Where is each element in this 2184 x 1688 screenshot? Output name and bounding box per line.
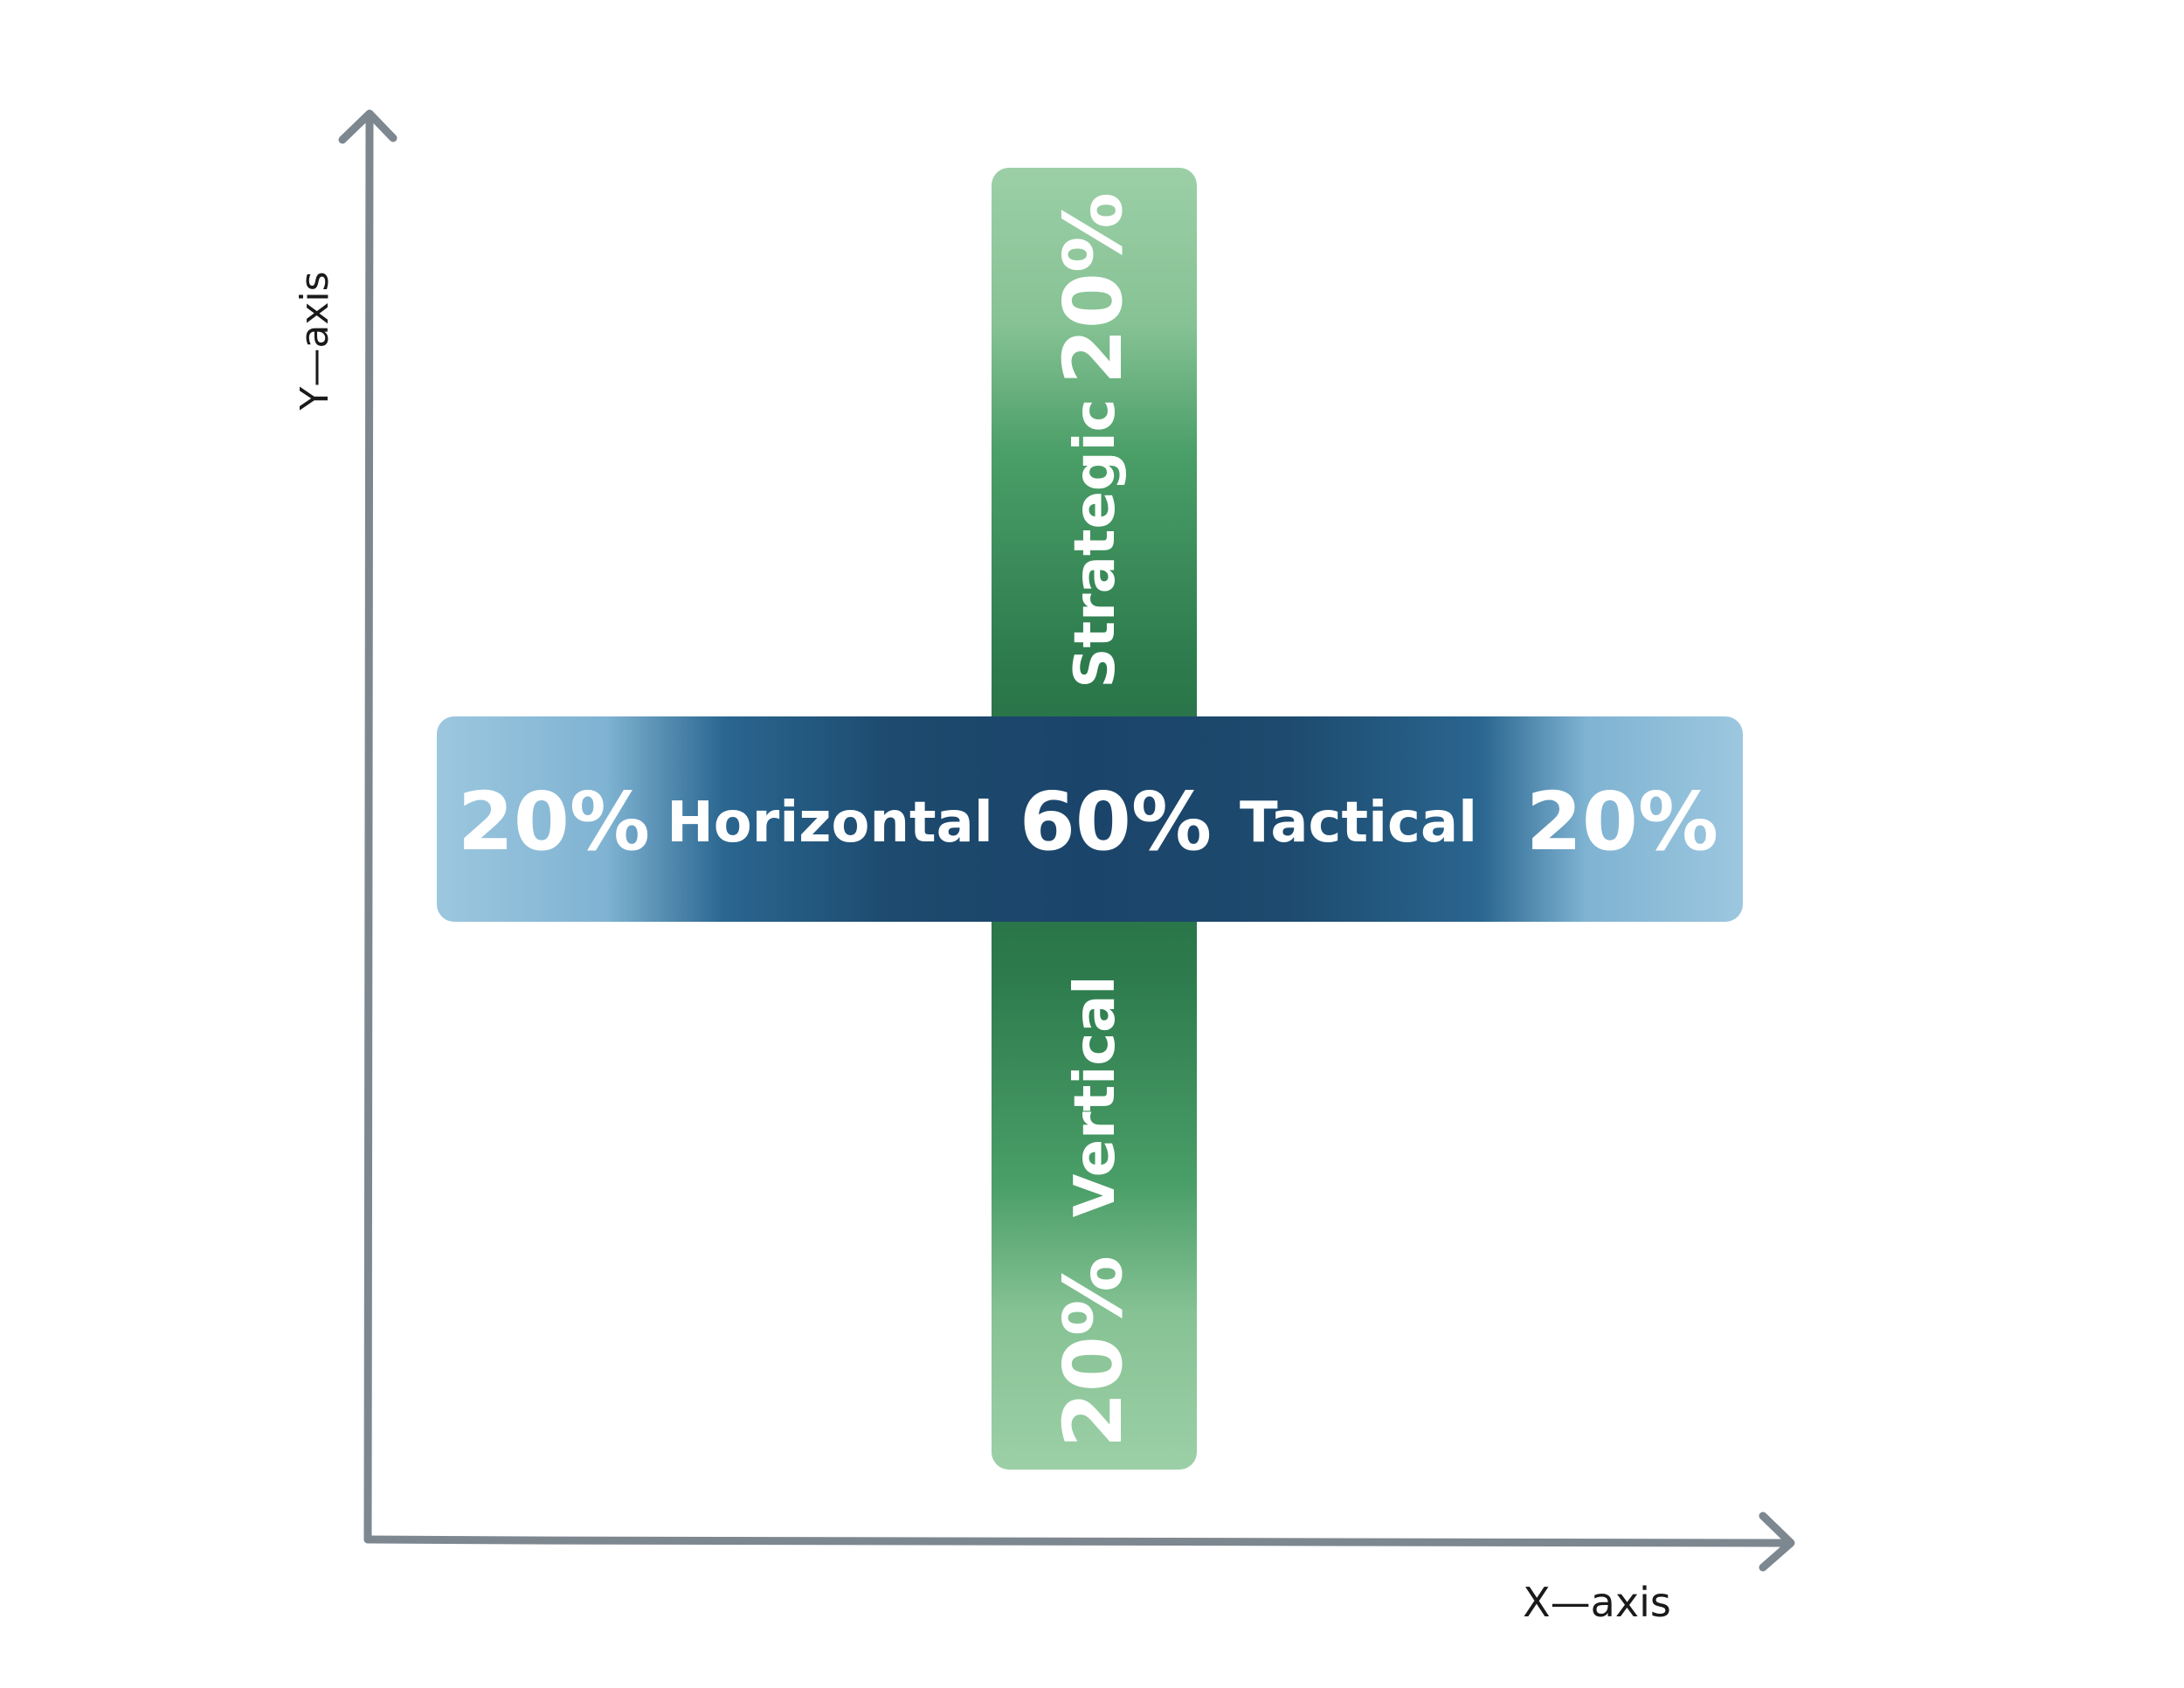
y-axis — [338, 109, 397, 1544]
x-axis-line — [363, 1535, 1794, 1547]
y-axis-line — [363, 114, 374, 1544]
x-axis-arrowhead — [1759, 1512, 1795, 1572]
y-axis-label: Y—axis — [293, 271, 337, 411]
vertical-top-percent: 20% — [1047, 192, 1140, 384]
horizontal-left-label: Horizontal — [667, 791, 993, 855]
horizontal-right-percent: 20% — [1526, 775, 1718, 868]
x-axis — [363, 1512, 1795, 1572]
horizontal-right-label: Tactical — [1240, 791, 1477, 855]
vertical-bottom-percent: 20% — [1047, 1256, 1140, 1448]
horizontal-center-percent: 60% — [1019, 775, 1212, 868]
horizontal-left-percent: 20% — [458, 775, 650, 868]
vertical-top-label: Strategic — [1063, 398, 1128, 688]
x-axis-label: X—axis — [1523, 1579, 1671, 1626]
y-axis-arrowhead — [338, 109, 397, 144]
vertical-bottom-label: Vertical — [1063, 976, 1128, 1218]
horizontal-bar — [437, 716, 1743, 922]
